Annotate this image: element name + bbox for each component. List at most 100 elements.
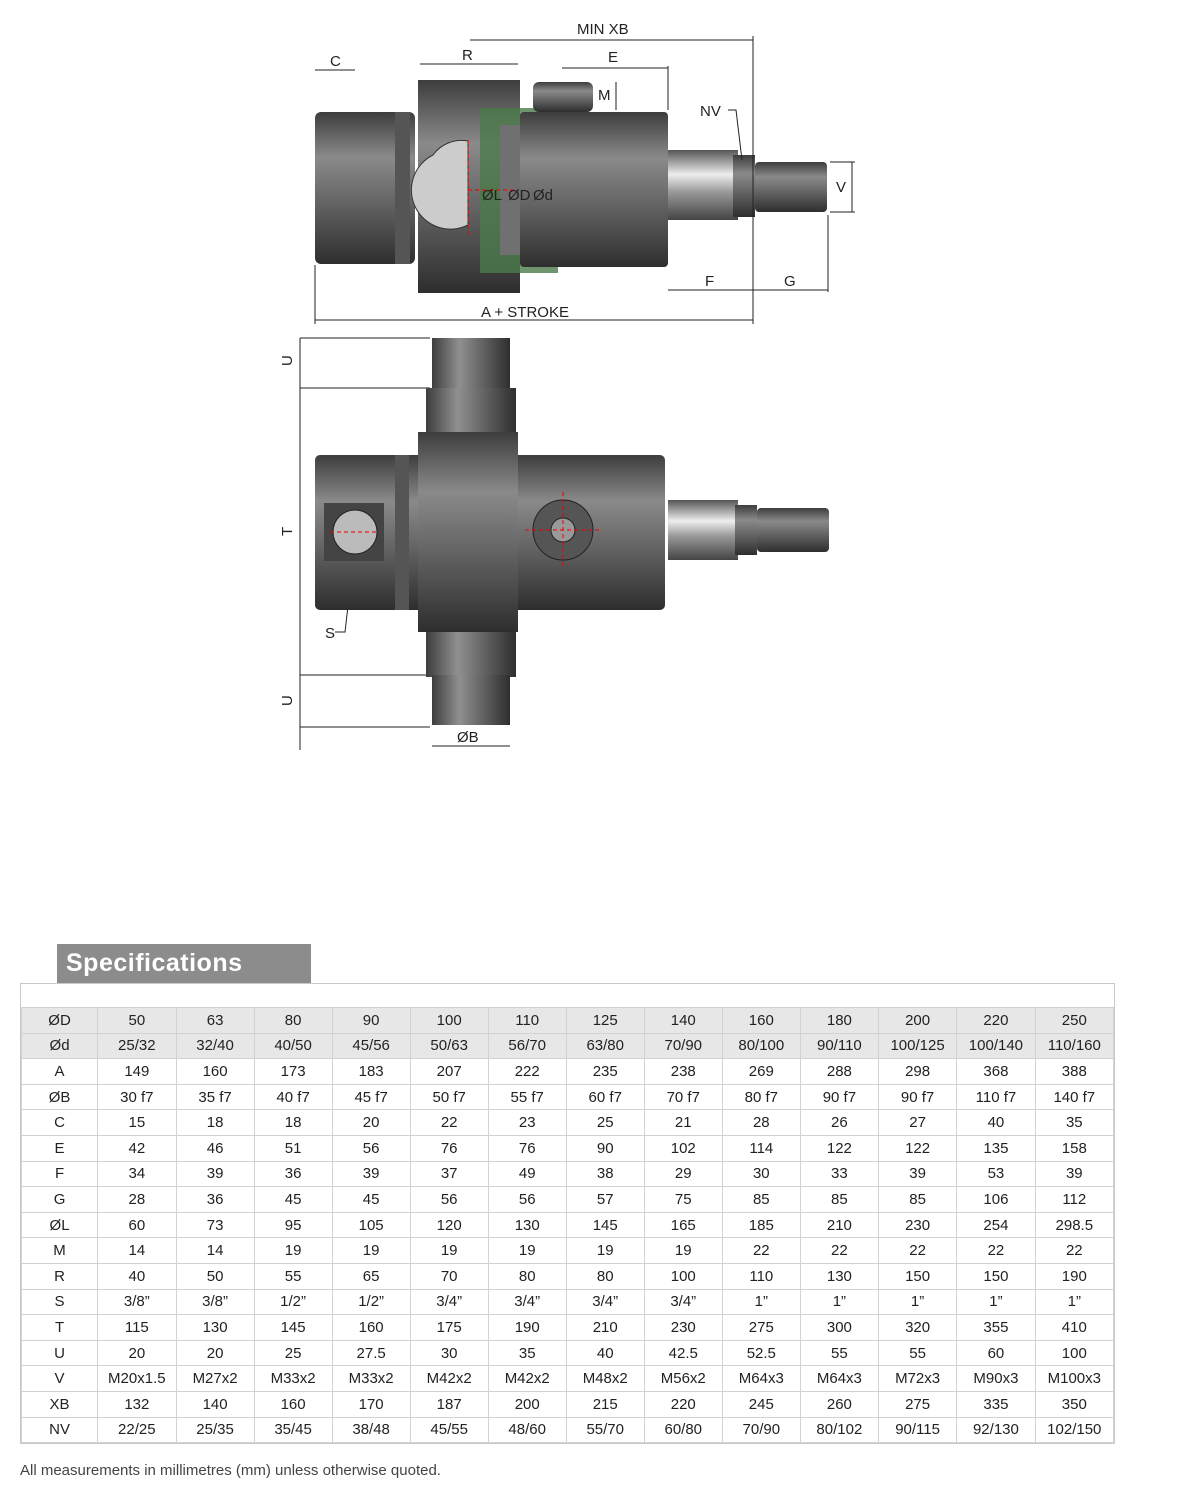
- table-cell: 48/60: [487, 1416, 567, 1444]
- table-cell: 39: [877, 1160, 958, 1188]
- table-cell: M48x2: [565, 1365, 645, 1392]
- label-u-bottom: U: [279, 695, 296, 706]
- table-cell: 230: [877, 1211, 958, 1239]
- table-cell: 160: [721, 1007, 801, 1034]
- table-cell: 60 f7: [565, 1083, 645, 1111]
- table-cell: M64x3: [721, 1365, 801, 1392]
- table-cell: 210: [565, 1314, 645, 1341]
- top-view: [315, 338, 829, 725]
- table-cell: 3/4”: [409, 1288, 489, 1316]
- table-cell: 222: [487, 1058, 567, 1085]
- table-cell: 90 f7: [799, 1083, 879, 1111]
- table-cell: 135: [956, 1134, 1036, 1162]
- table-cell: 112: [1034, 1186, 1115, 1213]
- label-g: G: [784, 273, 796, 290]
- table-cell: 140 f7: [1034, 1083, 1115, 1111]
- table-cell: 92/130: [956, 1416, 1036, 1444]
- table-cell: 27.5: [331, 1339, 411, 1367]
- table-cell: 130: [175, 1314, 255, 1341]
- table-cell: 100: [409, 1007, 489, 1034]
- table-cell: 76: [409, 1134, 489, 1162]
- table-cell: 90: [565, 1134, 645, 1162]
- table-cell: 70 f7: [643, 1083, 723, 1111]
- table-cell: 3/8”: [97, 1288, 177, 1316]
- table-cell: 50: [175, 1262, 255, 1290]
- table-cell: 19: [331, 1237, 411, 1264]
- table-cell: 22: [956, 1237, 1036, 1264]
- table-cell: 220: [956, 1007, 1036, 1034]
- table-cell: 19: [565, 1237, 645, 1264]
- table-cell: 51: [253, 1134, 333, 1162]
- table-cell: 20: [175, 1339, 255, 1367]
- row-label: ØD: [20, 1007, 99, 1034]
- table-cell: 110 f7: [956, 1083, 1036, 1111]
- table-cell: M90x3: [956, 1365, 1036, 1392]
- table-cell: 22/25: [97, 1416, 177, 1444]
- label-l: ØL: [482, 187, 502, 204]
- table-cell: 250: [1034, 1007, 1115, 1034]
- table-cell: 122: [799, 1134, 879, 1162]
- table-cell: 50 f7: [409, 1083, 489, 1111]
- table-cell: 60: [97, 1211, 177, 1239]
- table-cell: 55: [253, 1262, 333, 1290]
- table-cell: 145: [565, 1211, 645, 1239]
- label-c: C: [330, 53, 341, 70]
- table-cell: 70: [409, 1262, 489, 1290]
- row-label: XB: [20, 1390, 99, 1418]
- table-cell: 140: [175, 1390, 255, 1418]
- row-label: S: [20, 1288, 99, 1316]
- label-e: E: [608, 49, 618, 66]
- table-cell: 269: [721, 1058, 801, 1085]
- table-cell: 19: [253, 1237, 333, 1264]
- table-cell: 29: [643, 1160, 723, 1188]
- table-cell: 70/90: [721, 1416, 801, 1444]
- table-cell: 355: [956, 1314, 1036, 1341]
- table-cell: 102: [643, 1134, 723, 1162]
- table-cell: 75: [643, 1186, 723, 1213]
- table-cell: 150: [877, 1262, 958, 1290]
- table-cell: 70/90: [643, 1032, 723, 1060]
- table-cell: 100: [1034, 1339, 1115, 1367]
- table-cell: 90/115: [877, 1416, 958, 1444]
- table-cell: 39: [1034, 1160, 1115, 1188]
- table-cell: 55/70: [565, 1416, 645, 1444]
- table-cell: 45/55: [409, 1416, 489, 1444]
- table-cell: 15: [97, 1109, 177, 1136]
- table-cell: 80: [253, 1007, 333, 1034]
- table-cell: 22: [409, 1109, 489, 1136]
- table-cell: 80/102: [799, 1416, 879, 1444]
- table-cell: 190: [487, 1314, 567, 1341]
- table-cell: 200: [487, 1390, 567, 1418]
- table-cell: M72x3: [877, 1365, 958, 1392]
- table-cell: 40/50: [253, 1032, 333, 1060]
- table-cell: 25: [253, 1339, 333, 1367]
- table-cell: 160: [253, 1390, 333, 1418]
- table-cell: 45/56: [331, 1032, 411, 1060]
- label-s: S: [325, 625, 335, 642]
- table-cell: 14: [97, 1237, 177, 1264]
- table-cell: 27: [877, 1109, 958, 1136]
- label-min-xb: MIN XB: [577, 21, 629, 38]
- table-cell: 39: [331, 1160, 411, 1188]
- table-cell: 105: [331, 1211, 411, 1239]
- label-v: V: [836, 179, 846, 196]
- table-cell: 175: [409, 1314, 489, 1341]
- label-r: R: [462, 47, 473, 64]
- table-cell: 80: [565, 1262, 645, 1290]
- table-cell: 110/160: [1034, 1032, 1115, 1060]
- label-d-big: ØD: [508, 187, 531, 204]
- table-cell: 160: [331, 1314, 411, 1341]
- table-cell: 388: [1034, 1058, 1115, 1085]
- table-cell: 30 f7: [97, 1083, 177, 1111]
- table-cell: 100: [643, 1262, 723, 1290]
- table-cell: 100/125: [877, 1032, 958, 1060]
- table-cell: 300: [799, 1314, 879, 1341]
- table-cell: 1”: [799, 1288, 879, 1316]
- table-cell: 183: [331, 1058, 411, 1085]
- row-label: G: [20, 1186, 99, 1213]
